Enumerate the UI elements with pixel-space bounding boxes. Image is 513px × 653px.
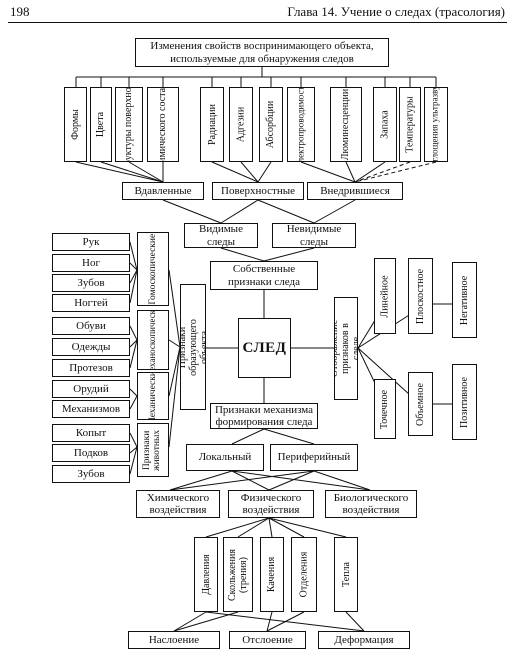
- depth-embedded: Внедрившиеся: [307, 182, 403, 200]
- item-nails: Ногтей: [52, 294, 130, 312]
- own-features: Собственные признаки следа: [210, 261, 318, 290]
- header-rule: [8, 22, 507, 23]
- shape-planar: Плоскостное: [408, 258, 433, 334]
- display-features: Отображение признаков в следе: [334, 297, 358, 400]
- locality-local: Локальный: [186, 444, 264, 471]
- item-horseshoes: Подков: [52, 444, 130, 462]
- property-shape: Формы: [64, 87, 87, 162]
- group-homoscopic: Гомоскопические: [137, 232, 169, 306]
- physical-sliding: Скольжения (трения): [223, 537, 253, 612]
- item-hands: Рук: [52, 233, 130, 251]
- shape-volume: Объемное: [408, 372, 433, 436]
- property-adhesion: Адгезии: [229, 87, 253, 162]
- physical-heat: Тепла: [334, 537, 358, 612]
- item-animal-teeth: Зубов: [52, 465, 130, 483]
- group-mechanical: Механические: [137, 372, 169, 420]
- result-peeling: Отслоение: [229, 631, 306, 649]
- property-radiation: Радиации: [200, 87, 224, 162]
- item-hooves: Копыт: [52, 424, 130, 442]
- property-absorption: Абсорбции: [259, 87, 283, 162]
- page-number: 198: [10, 4, 30, 19]
- visible-traces: Видимые следы: [184, 223, 258, 248]
- physical-pressure: Давления: [194, 537, 218, 612]
- item-prosthetics: Протезов: [52, 359, 130, 377]
- influence-physical: Физического воздействия: [228, 490, 314, 518]
- item-clothes: Одежды: [52, 338, 130, 356]
- shape-point: Точечное: [374, 379, 396, 439]
- property-luminescence: Люминесценции: [330, 87, 362, 162]
- property-chemical-composition: Химического состава: [147, 87, 179, 162]
- mechanism-features: Признаки механизма формирования следа: [210, 403, 318, 429]
- property-color: Цвета: [90, 87, 112, 162]
- group-animal: Признаки животных: [137, 423, 169, 477]
- property-ultrasound: Поглощения ультразвука: [424, 87, 448, 162]
- detection-properties-box: Изменения свойств воспринимающего объект…: [135, 38, 389, 67]
- depth-surface: Поверхностные: [212, 182, 304, 200]
- polarity-negative: Негативное: [452, 262, 477, 338]
- locality-peripheral: Периферийный: [270, 444, 358, 471]
- physical-separation: Отделения: [291, 537, 317, 612]
- chapter-title: Глава 14. Учение о следах (трасология): [287, 4, 505, 19]
- trace-center: СЛЕД: [238, 318, 291, 378]
- property-temperature: Температуры: [399, 87, 421, 162]
- item-tools: Орудий: [52, 380, 130, 398]
- depth-pressed: Вдавленные: [122, 182, 204, 200]
- shape-linear: Линейное: [374, 258, 396, 334]
- invisible-traces: Невидимые следы: [272, 223, 356, 248]
- result-deformation: Деформация: [318, 631, 410, 649]
- property-surface-structure: Структуры поверхности: [115, 87, 143, 162]
- item-teeth: Зубов: [52, 274, 130, 292]
- item-shoes: Обуви: [52, 317, 130, 335]
- item-feet: Ног: [52, 254, 130, 272]
- influence-biological: Биологического воздействия: [325, 490, 417, 518]
- result-layering: Наслоение: [128, 631, 220, 649]
- item-mechanisms: Механизмов: [52, 400, 130, 418]
- influence-chemical: Химического воздействия: [136, 490, 220, 518]
- group-mechanoscopic: Механоскопические: [137, 310, 169, 370]
- property-odor: Запаха: [373, 87, 397, 162]
- physical-rolling: Качения: [260, 537, 284, 612]
- object-features: Признаки образующего объекта: [180, 284, 206, 410]
- polarity-positive: Позитивное: [452, 364, 477, 440]
- property-conductivity: Электропроводимости: [287, 87, 315, 162]
